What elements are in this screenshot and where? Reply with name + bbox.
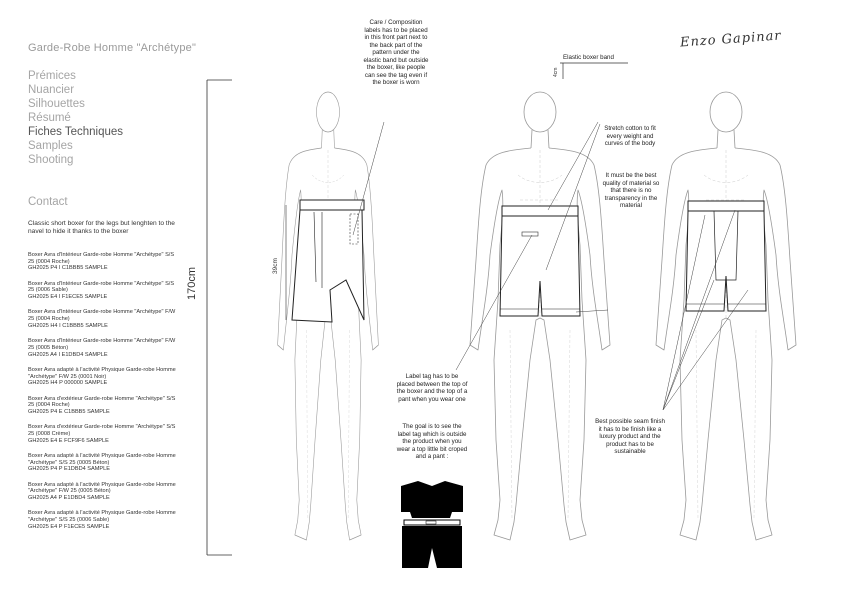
back-view-figure — [655, 91, 797, 541]
item-name: Boxer Avra d'Intérieur Garde-robe Homme … — [28, 280, 175, 294]
front-view-boxer — [499, 205, 581, 317]
item-ref: GH2025 A4 I E1DBD4 SAMPLE — [28, 351, 108, 358]
item-ref: GH2025 E4 E FCF9F6 SAMPLE — [28, 437, 109, 444]
list-item: Boxer Avra d'extérieur Garde-robe Homme … — [28, 396, 178, 416]
list-item: Boxer Avra adapté à l'activité Physique … — [28, 482, 178, 502]
item-name: Boxer Avra d'Intérieur Garde-robe Homme … — [28, 309, 176, 323]
nav-item-samples[interactable]: Samples — [28, 140, 73, 152]
side-view-boxer — [291, 199, 365, 323]
list-item: Boxer Avra adapté à l'activité Physique … — [28, 510, 178, 530]
item-name: Boxer Avra d'Intérieur Garde-robe Homme … — [28, 252, 175, 265]
back-view-boxer — [685, 200, 767, 312]
height-measure-label: 170cm — [186, 266, 198, 300]
list-item: Boxer Avra d'Intérieur Garde-robe Homme … — [28, 309, 178, 329]
item-ref: GH2025 H4 I C1BBB5 SAMPLE — [28, 322, 108, 329]
seam-finish-note: Best possible seam finish it has to be f… — [595, 418, 665, 455]
band-height-label: 4cm — [553, 67, 559, 77]
contact-link[interactable]: Contact — [28, 196, 68, 208]
sample-list: Boxer Avra d'Intérieur Garde-robe Homme … — [28, 252, 178, 539]
boxer-length-label: 39cm — [272, 258, 279, 274]
item-ref: GH2025 P4 P E1DBD4 SAMPLE — [28, 466, 110, 473]
list-item: Boxer Avra adapté à l'activité Physique … — [28, 453, 178, 473]
nav-item-shooting[interactable]: Shooting — [28, 154, 74, 166]
front-view-figure — [469, 91, 611, 541]
product-description: Classic short boxer for the legs but len… — [28, 220, 175, 236]
nav-item-resume[interactable]: Résumé — [28, 112, 71, 124]
item-ref: GH2025 E4 I F1ECE5 SAMPLE — [28, 294, 108, 301]
list-item: Boxer Avra d'Intérieur Garde-robe Homme … — [28, 252, 178, 272]
elastic-band-note: Elastic boxer band — [563, 54, 614, 61]
list-item: Boxer Avra d'extérieur Garde-robe Homme … — [28, 424, 178, 444]
site-title: Garde-Robe Homme "Archétype" — [28, 42, 197, 54]
item-name: Boxer Avra adapté à l'activité Physique … — [28, 366, 176, 380]
item-name: Boxer Avra d'extérieur Garde-robe Homme … — [28, 395, 176, 409]
quality-note: It must be the best quality of material … — [602, 172, 660, 209]
nav-item-silhouettes[interactable]: Silhouettes — [28, 98, 85, 110]
nav-item-nuancier[interactable]: Nuancier — [28, 84, 75, 96]
item-name: Boxer Avra d'Intérieur Garde-robe Homme … — [28, 338, 176, 351]
list-item: Boxer Avra adapté à l'activité Physique … — [28, 367, 178, 387]
item-ref: GH2025 A4 P E1DBD4 SAMPLE — [28, 495, 110, 502]
list-item: Boxer Avra d'Intérieur Garde-robe Homme … — [28, 338, 178, 358]
item-name: Boxer Avra d'extérieur Garde-robe Homme … — [28, 424, 176, 437]
item-name: Boxer Avra adapté à l'activité Physique … — [28, 481, 176, 495]
item-ref: GH2025 H4 P 000000 SAMPLE — [28, 380, 108, 387]
item-ref: GH2025 P4 E C1BBB5 SAMPLE — [28, 408, 110, 415]
main-nav: Prémices Nuancier Silhouettes Résumé Fic… — [28, 69, 123, 167]
nav-item-premices[interactable]: Prémices — [28, 70, 76, 82]
item-ref: GH2025 P4 I C1BBB5 SAMPLE — [28, 265, 108, 272]
item-name: Boxer Avra adapté à l'activité Physique … — [28, 452, 176, 466]
list-item: Boxer Avra d'Intérieur Garde-robe Homme … — [28, 281, 178, 301]
nav-item-fiches-techniques[interactable]: Fiches Techniques — [28, 126, 124, 138]
worn-example-illustration — [401, 481, 463, 568]
label-tag-note: Label tag has to be placed between the t… — [396, 373, 468, 403]
goal-note: The goal is to see the label tag which i… — [396, 423, 468, 460]
stretch-cotton-note: Stretch cotton to fit every weight and c… — [604, 125, 656, 147]
item-name: Boxer Avra adapté à l'activité Physique … — [28, 510, 176, 524]
item-ref: GH2025 E4 P F1ECE5 SAMPLE — [28, 523, 110, 530]
care-label-note: Care / Composition labels has to be plac… — [363, 19, 429, 86]
